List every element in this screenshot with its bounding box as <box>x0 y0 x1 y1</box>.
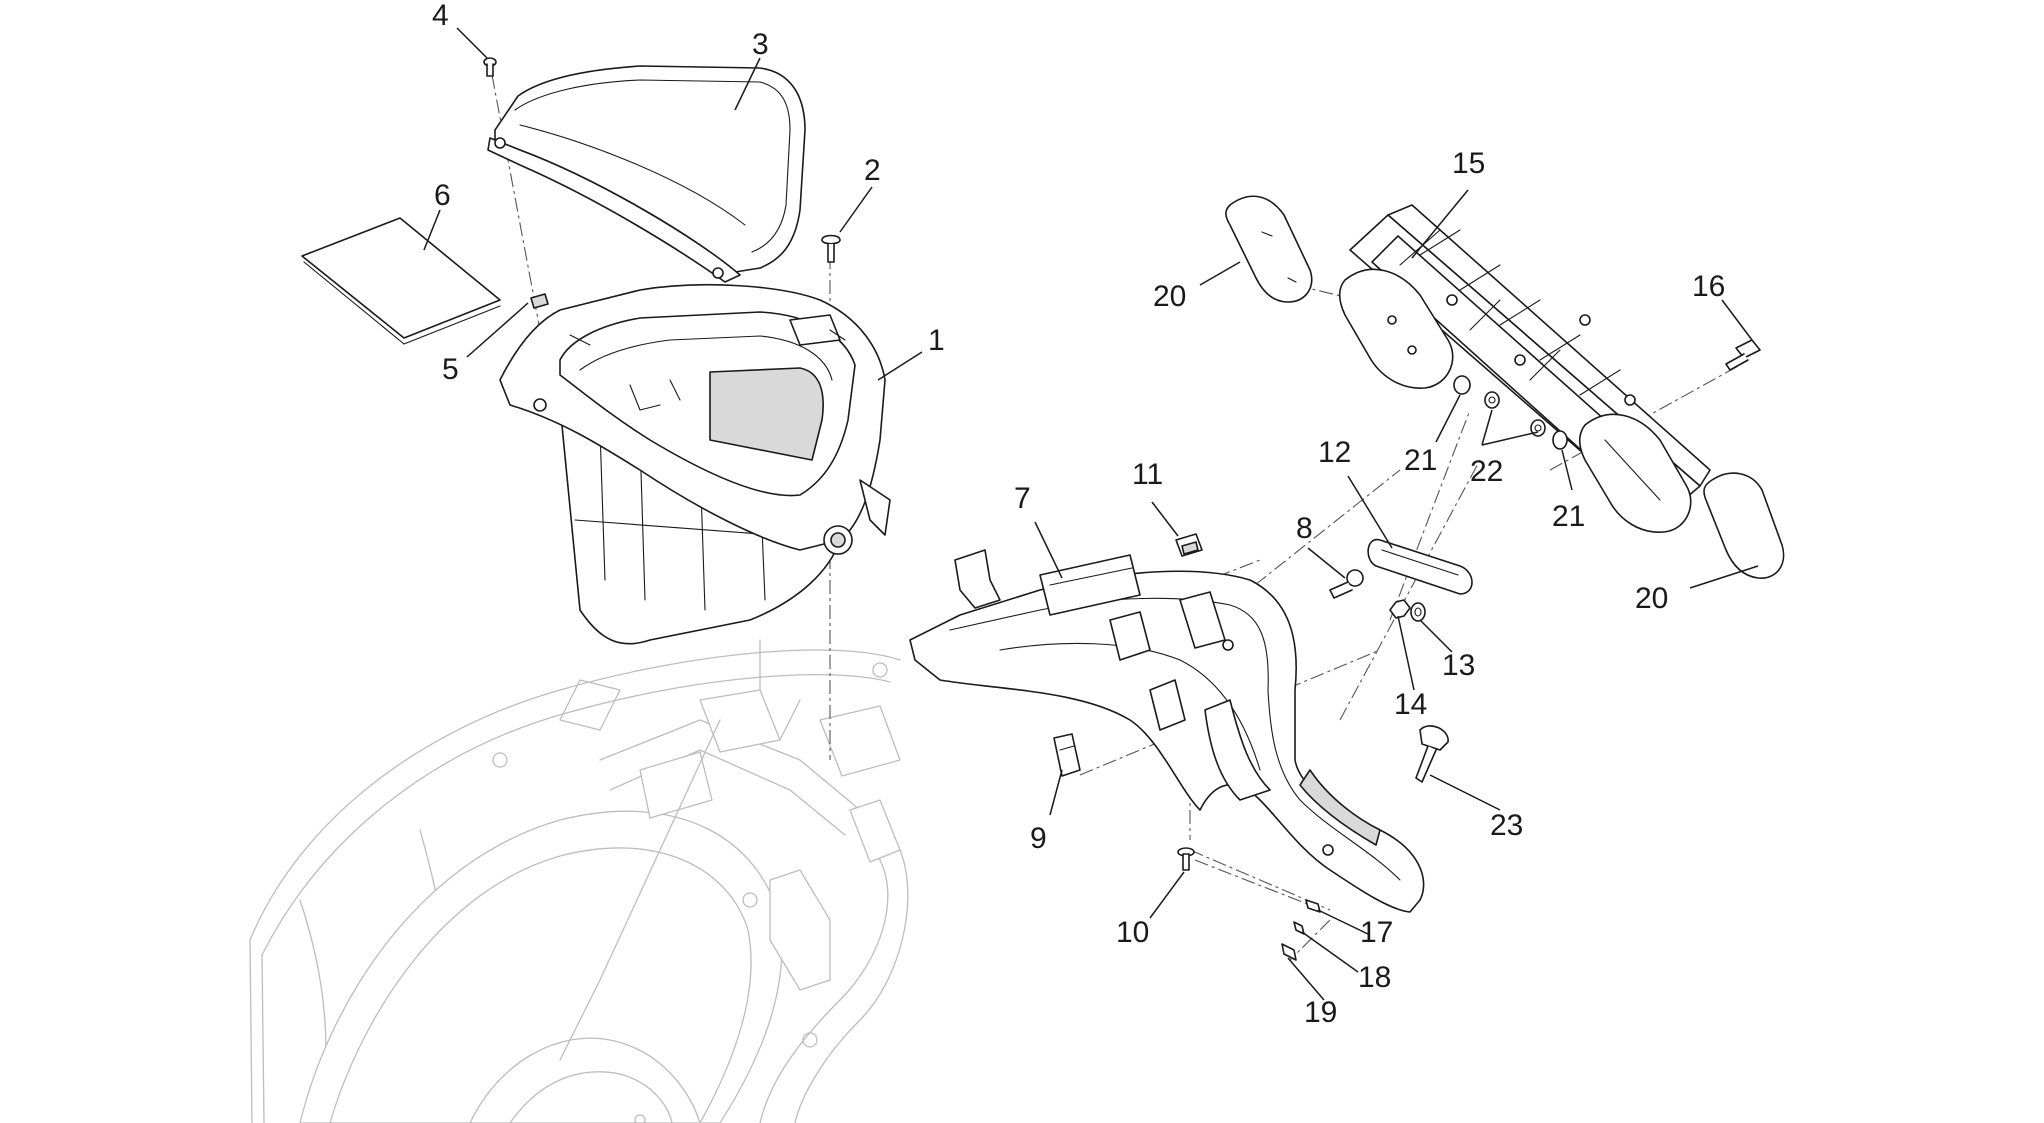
callout-12: 12 <box>1318 436 1351 469</box>
callout-21-right: 21 <box>1552 500 1585 533</box>
part-screw-23 <box>1415 725 1449 783</box>
callout-15: 15 <box>1452 147 1485 180</box>
callout-6: 6 <box>434 179 451 212</box>
part-screw-10 <box>1177 847 1195 871</box>
callout-21-left: 21 <box>1404 444 1437 477</box>
callout-23: 23 <box>1490 809 1523 842</box>
part-pad-20b <box>1703 472 1785 579</box>
callout-17: 17 <box>1360 916 1393 949</box>
callout-1: 1 <box>928 324 945 357</box>
part-clip-9 <box>1053 733 1081 777</box>
callout-4: 4 <box>432 0 449 32</box>
callout-10: 10 <box>1116 916 1149 949</box>
callout-14: 14 <box>1394 688 1427 721</box>
callout-22: 22 <box>1470 455 1503 488</box>
part-storage-bin <box>499 283 891 645</box>
callout-20-top: 20 <box>1153 280 1186 313</box>
fasteners-top <box>483 57 841 309</box>
callout-16: 16 <box>1692 270 1725 303</box>
callout-5: 5 <box>442 353 459 386</box>
part-screw-16 <box>1725 339 1761 371</box>
part-lid <box>487 65 806 283</box>
part-clip-11 <box>1175 533 1203 557</box>
part-reflector-12 <box>1367 538 1473 595</box>
part-washer-nut <box>1389 599 1426 622</box>
callout-19: 19 <box>1304 996 1337 1029</box>
callout-8: 8 <box>1296 512 1313 545</box>
part-bolt-8 <box>1329 569 1364 599</box>
leader-lines <box>423 27 1759 1001</box>
callout-labels: 4 3 2 6 5 1 15 20 16 11 12 21 22 21 7 8 … <box>432 0 1725 1029</box>
part-mudguard <box>909 549 1425 913</box>
callout-3: 3 <box>752 28 769 61</box>
part-pad-20a <box>1225 195 1313 303</box>
part-plate-holder <box>1338 204 1711 533</box>
part-pins <box>1281 899 1321 961</box>
callout-20-bottom: 20 <box>1635 582 1668 615</box>
callout-2: 2 <box>864 154 881 187</box>
part-sheet <box>301 217 501 345</box>
callout-13: 13 <box>1442 649 1475 682</box>
callout-9: 9 <box>1030 822 1047 855</box>
part-washers-21-22 <box>1453 375 1568 450</box>
callout-18: 18 <box>1358 961 1391 994</box>
callout-11: 11 <box>1132 458 1163 491</box>
scooter-frame-ghost <box>249 639 909 1123</box>
callout-7: 7 <box>1014 482 1031 515</box>
